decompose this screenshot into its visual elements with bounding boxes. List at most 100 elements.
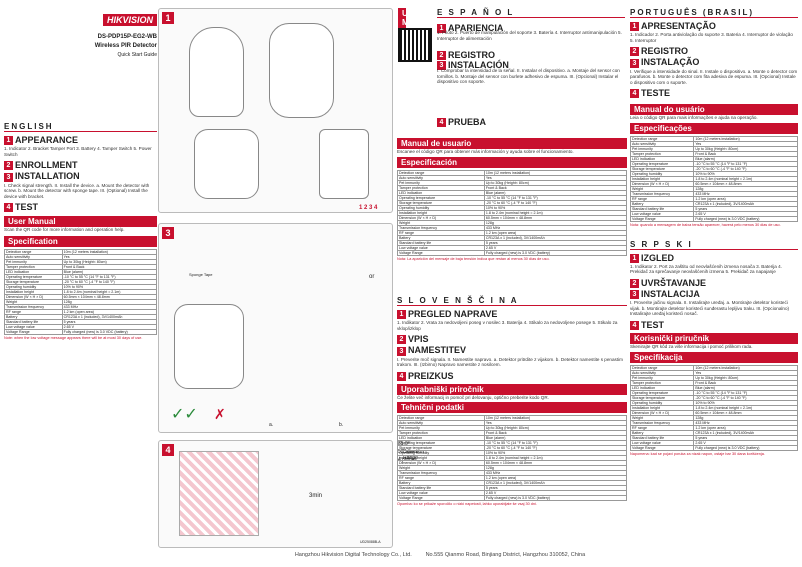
spec-value: Fully charged (new) is 3.0 VDC (battery) <box>693 216 798 223</box>
sr-manual-bar: Korisnički priručnik <box>630 333 798 345</box>
en-note: Note: when the low voltage message appea… <box>4 336 143 341</box>
sr-note: Napomena: kad se pojavi poruka za nizak … <box>630 451 765 456</box>
spec-key: Voltage Range <box>629 216 695 223</box>
spec-key: Voltage Range <box>397 249 485 256</box>
wall-mount-drawing <box>174 304 244 389</box>
sr-s3-items: I. Proverite jačinu signala. II. Instali… <box>630 300 790 317</box>
pt-manual-bar: Manual do usuário <box>630 104 798 116</box>
sl-s3-items: I. Preverite moč signala. II. Namestite … <box>397 356 623 368</box>
serbian-heading: S R P S K I <box>630 240 798 250</box>
spanish-heading: E S P A Ñ O L <box>437 8 625 18</box>
footer: Hangzhou Hikvision Digital Technology Co… <box>230 552 650 558</box>
sr-s1-items: 1. Indikator 2. Port za zaštitu od neovl… <box>630 263 782 275</box>
guide-subtitle: Quick Start Guide <box>117 52 157 58</box>
sl-spec-bar: Tehnični podatki <box>397 402 627 414</box>
es-manual-text: Escanee el código QR para obtener más in… <box>397 149 574 154</box>
detector-front-drawing <box>189 27 244 117</box>
sr-spec-bar: Specifikacija <box>630 351 798 363</box>
label-or: or <box>369 274 375 280</box>
es-manual-bar: Manual de usuario <box>397 138 627 149</box>
figures-column: 1 1 2 3 4 User Manual 3 Sponge Tape ✓✓ ✗… <box>158 8 430 548</box>
wrong-mark-icon: ✗ <box>214 406 226 422</box>
pairing-phone-drawing <box>319 129 369 199</box>
figure-1-panel: 1 1 2 3 4 <box>158 8 393 213</box>
spec-value: Fully charged (new) is 3.0 VDC (battery) <box>483 249 628 256</box>
label-b: b. <box>339 422 344 428</box>
spec-key: Voltage Range <box>397 495 485 502</box>
pt-spec-bar: Especificações <box>630 123 798 135</box>
detector-open-drawing <box>269 23 334 118</box>
spec-key: Voltage Range <box>629 444 695 451</box>
spec-value: Fully charged (new) is 3.0 VDC (battery) <box>483 495 628 502</box>
en-manual-text: Scan the QR code for more information an… <box>4 227 125 233</box>
en-appearance-items: 1. Indicator 2. Bracket Tamper Port 3. B… <box>4 146 152 157</box>
step-numbers: 1 2 3 4 <box>359 205 378 211</box>
product-title: Wireless PIR Detector <box>94 43 157 49</box>
pt-note: Nota: quando a mensagem de baixa tensão … <box>630 223 781 228</box>
detection-pattern-chart <box>179 451 259 536</box>
correct-mark-icon: ✓✓ <box>171 406 198 423</box>
qr-code-image <box>398 28 432 62</box>
spec-value: Fully charged (new) is 3.0 VDC (battery) <box>693 444 798 451</box>
en-installation-items: I. Check signal strength. II. Install th… <box>4 182 150 199</box>
figure-4-panel: 4 3min Detection Range <box>158 440 424 548</box>
sponge-tape-label: Sponge Tape <box>189 272 213 277</box>
spec-key: Voltage Range <box>4 329 63 336</box>
figure-4-number: 4 <box>162 444 174 456</box>
english-column: HIKVISION DS-PDP15P-EG2-WB Wireless PIR … <box>4 8 158 341</box>
es-note: Nota: La aparición del mensaje de baja t… <box>397 256 550 261</box>
es-appearance-items: 1. Piloto 2. Puerto de manipulación del … <box>437 30 622 41</box>
es-instalacion-items: I. Comprobar la intensidad de la señal. … <box>437 68 620 85</box>
slovenian-heading: S L O V E N Š Č I N A <box>397 296 627 306</box>
pt-manual-text: Leia o código QR para mais informações e… <box>630 115 758 121</box>
figure-3-number: 3 <box>162 227 174 239</box>
footer-address: No.555 Qianmo Road, Binjiang District, H… <box>425 552 586 558</box>
pt-s3-items: I. Verifique a intensidade do sinal. II.… <box>630 68 798 85</box>
sl-manual-text: Če želite več informacij in pomoč pri de… <box>397 394 549 400</box>
manual-code: UD25088B-A <box>360 540 381 544</box>
sr-manual-text: Skenirajte QR kôd za više informacija i … <box>630 344 753 350</box>
detector-back-drawing <box>194 129 259 199</box>
figure-1-number: 1 <box>162 12 174 24</box>
footer-company: Hangzhou Hikvision Digital Technology Co… <box>294 552 412 558</box>
en-user-manual-bar: User Manual <box>4 216 157 228</box>
spec-value: Fully charged (new) is 3.0 VDC (battery) <box>61 329 158 336</box>
sl-s1-items: 1. Indikator 2. Vrata za nedovoljeni pos… <box>397 320 618 331</box>
sl-manual-bar: Uporabniški priročnik <box>397 383 627 395</box>
timer-label: 3min <box>309 493 323 499</box>
en-spec-bar: Specification <box>4 236 157 248</box>
pt-s1-items: 1. Indicador 2. Porta antiviolação do su… <box>630 32 793 43</box>
brand-logo: HIKVISION <box>4 10 157 28</box>
label-a: a. <box>269 422 274 428</box>
model-number: DS-PDP15P-EG2-WB <box>97 34 157 40</box>
